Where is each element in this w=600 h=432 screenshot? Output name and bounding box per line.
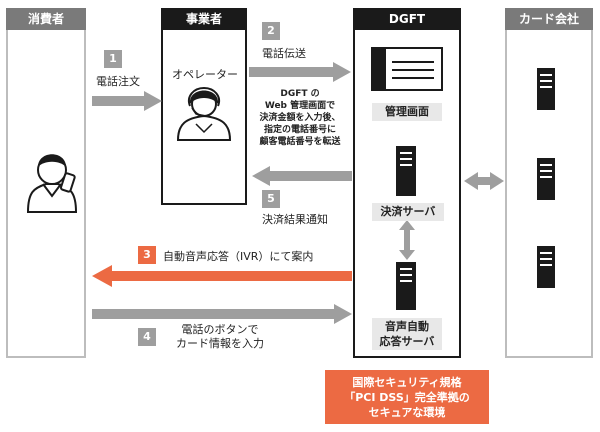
instruction-line-4: 指定の電話番号に xyxy=(263,125,336,135)
arrow-server-link xyxy=(399,220,415,260)
card-company-lane-header: カード会社 xyxy=(505,8,593,30)
voice-server-label: 音声自動 応答サーバ xyxy=(372,318,442,350)
instruction-line-5: 顧客電話番号を転送 xyxy=(259,137,341,147)
step-5-number: 5 xyxy=(262,190,280,208)
pci-dss-badge-line-3: セキュアな環境 xyxy=(368,406,446,419)
admin-screen-icon xyxy=(371,47,443,91)
instruction-line-2: Web 管理画面で xyxy=(264,101,336,111)
operator-label: オペレーター xyxy=(172,68,238,81)
step-1-number: 1 xyxy=(104,50,122,68)
card-server-icon-2 xyxy=(537,158,555,200)
instruction-text: DGFT の Web 管理画面で 決済金額を入力後、 指定の電話番号に 顧客電話… xyxy=(245,88,355,148)
instruction-line-1: DGFT の xyxy=(280,89,320,99)
dgft-lane-header: DGFT xyxy=(353,8,461,30)
step-4-number: 4 xyxy=(138,328,156,346)
arrow-dgft-card-company xyxy=(464,172,504,190)
admin-screen-label: 管理画面 xyxy=(372,103,442,121)
payment-server-icon xyxy=(396,146,416,196)
pci-dss-badge-line-2: 「PCI DSS」完全準拠の xyxy=(344,391,470,404)
arrow-step-4 xyxy=(92,304,352,324)
voice-server-label-line-1: 音声自動 xyxy=(385,320,429,333)
business-lane-header: 事業者 xyxy=(161,8,247,30)
step-1-label: 電話注文 xyxy=(96,75,140,88)
arrow-step-2 xyxy=(249,62,351,82)
step-2-label: 電話伝送 xyxy=(262,47,306,60)
payment-server-label: 決済サーバ xyxy=(372,203,444,221)
step-4-label: 電話のボタンで カード情報を入力 xyxy=(176,323,264,351)
arrow-step-5 xyxy=(252,166,352,186)
pci-dss-badge-line-1: 国際セキュリティ規格 xyxy=(352,376,462,389)
step-2-number: 2 xyxy=(262,22,280,40)
card-server-icon-3 xyxy=(537,246,555,288)
consumer-person-icon xyxy=(26,154,78,213)
voice-server-icon xyxy=(396,262,416,310)
voice-server-label-line-2: 応答サーバ xyxy=(379,335,435,348)
arrow-step-3 xyxy=(92,265,352,287)
operator-headset-icon xyxy=(176,86,232,141)
instruction-line-3: 決済金額を入力後、 xyxy=(259,113,341,123)
card-server-icon-1 xyxy=(537,68,555,110)
consumer-lane-header: 消費者 xyxy=(6,8,86,30)
pci-dss-badge: 国際セキュリティ規格 「PCI DSS」完全準拠の セキュアな環境 xyxy=(325,370,489,424)
arrow-step-1 xyxy=(92,91,162,111)
step-4-label-line-2: カード情報を入力 xyxy=(176,337,264,350)
step-3-label: 自動音声応答（IVR）にて案内 xyxy=(163,250,314,263)
step-3-number: 3 xyxy=(138,246,156,264)
step-4-label-line-1: 電話のボタンで xyxy=(181,323,259,336)
step-5-label: 決済結果通知 xyxy=(262,213,328,226)
